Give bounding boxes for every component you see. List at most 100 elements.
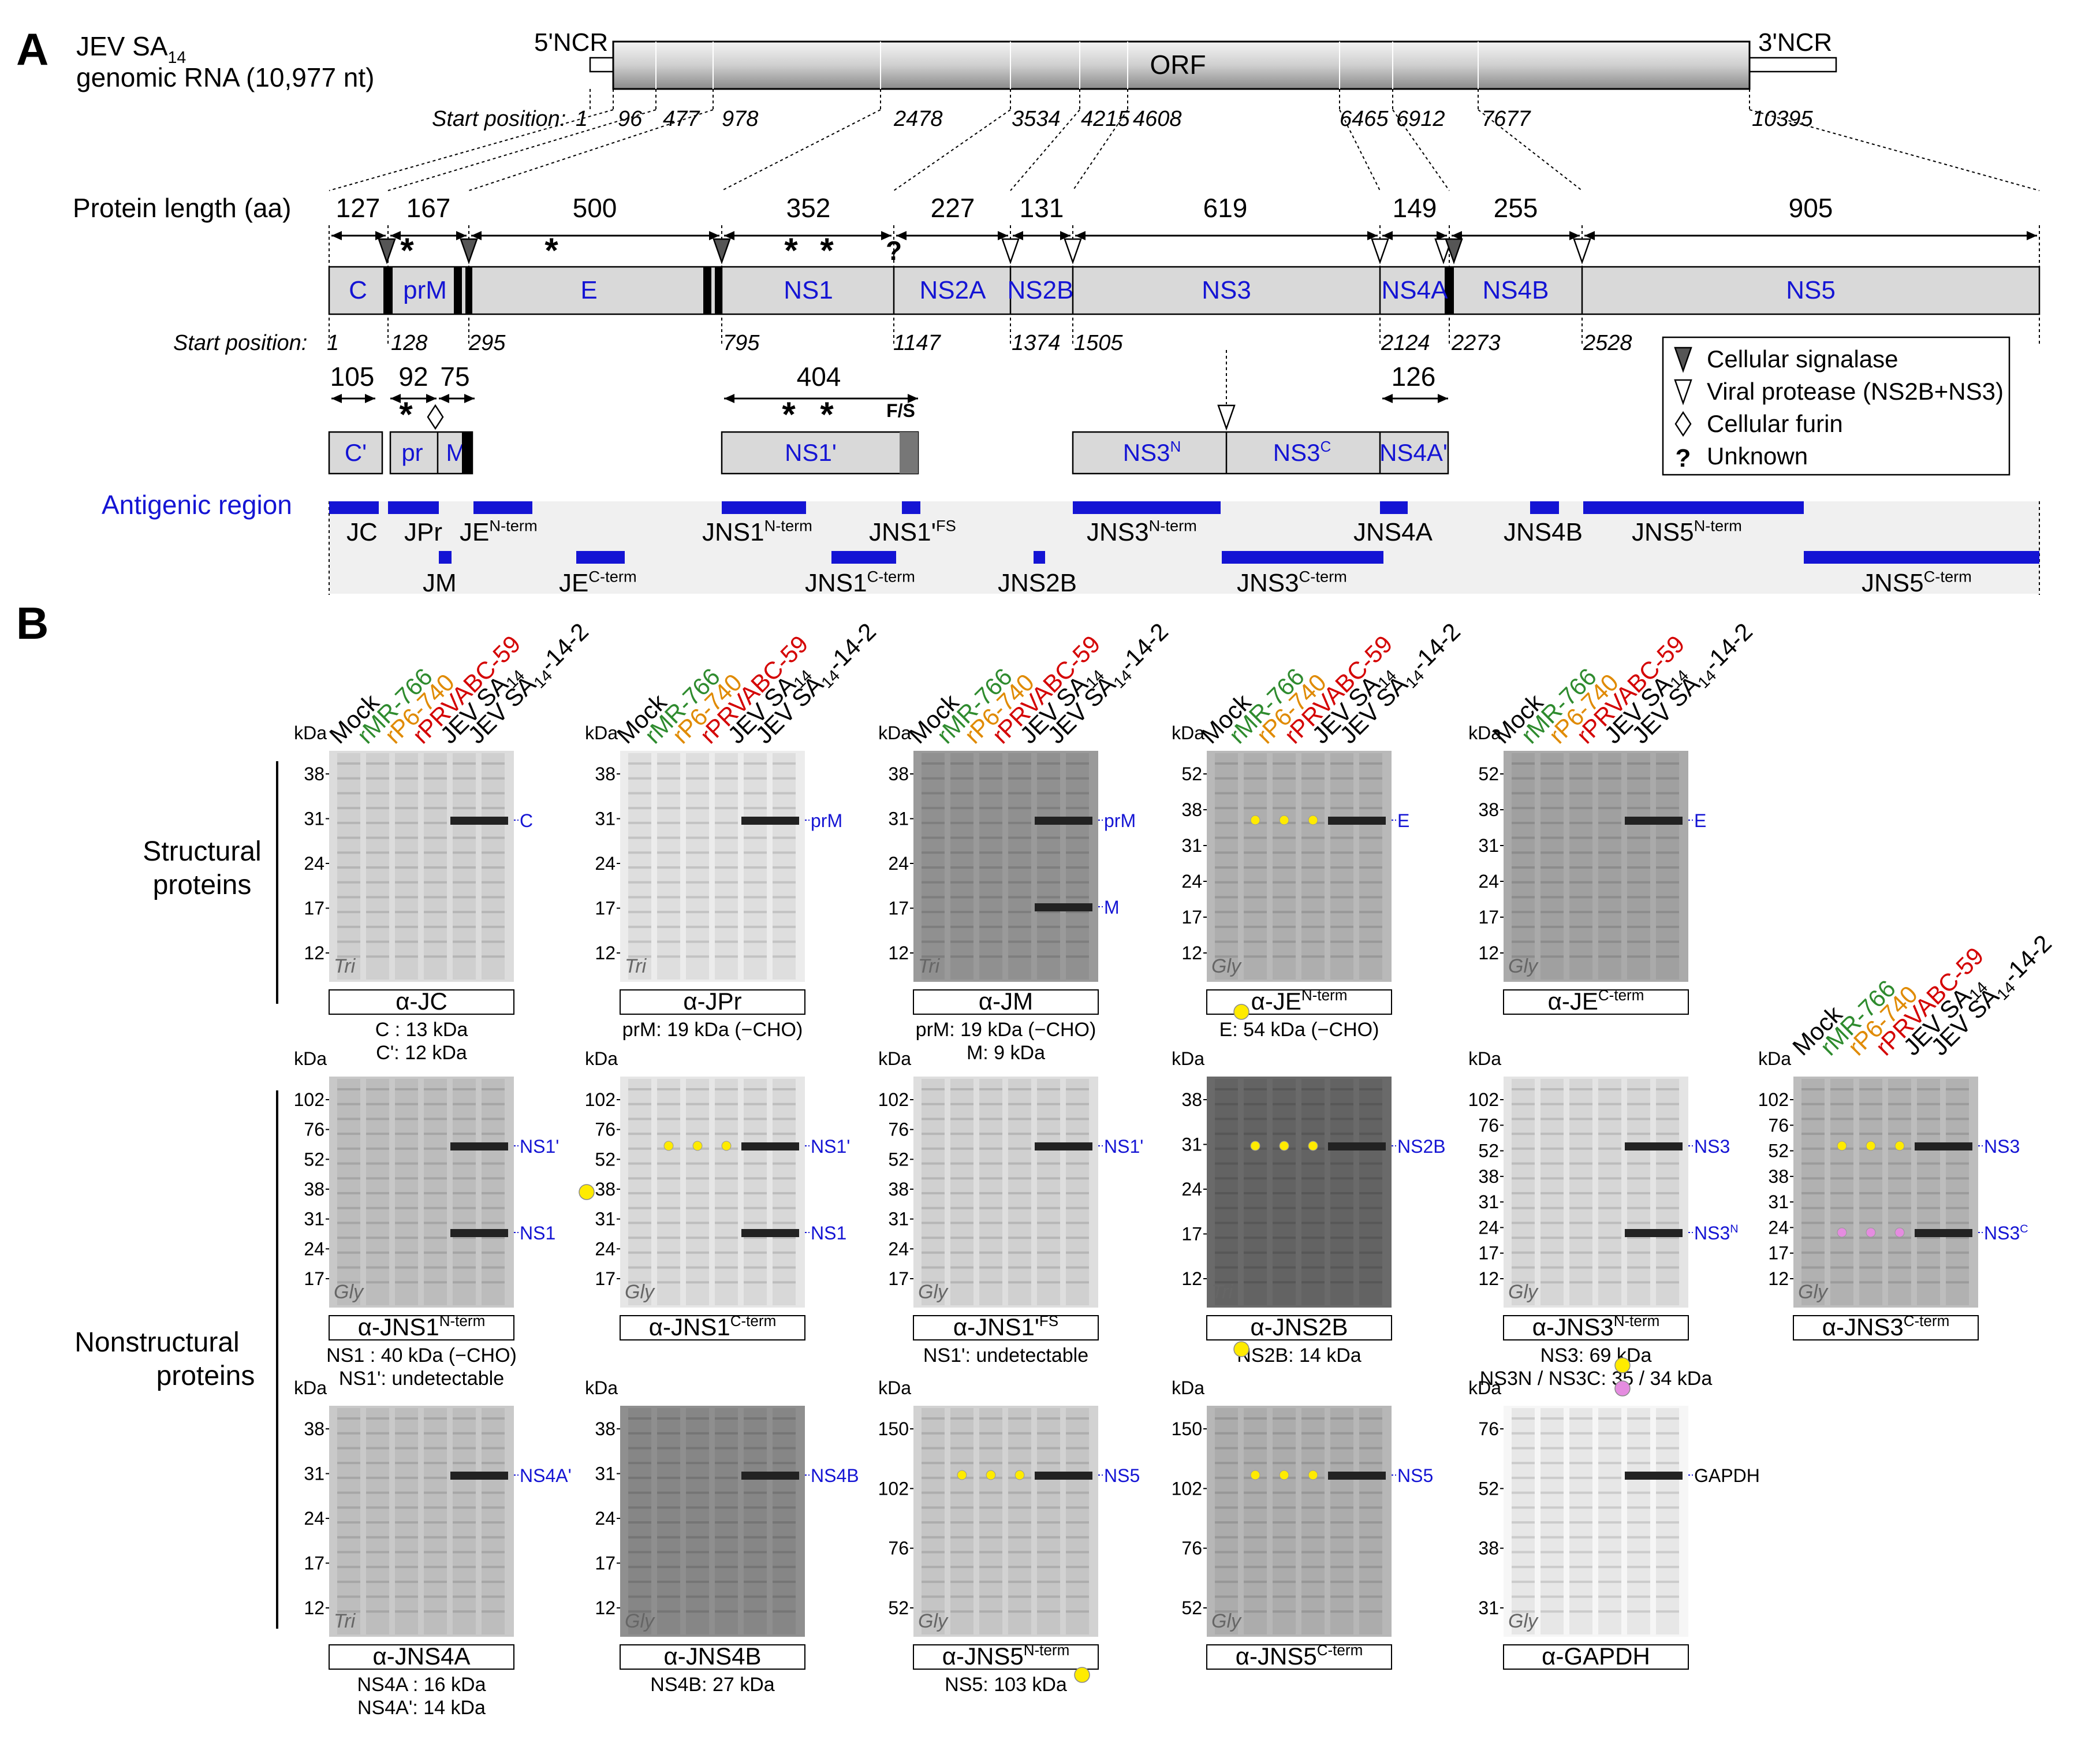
background-band [395,1237,418,1239]
background-band [744,1206,767,1209]
background-band [337,1447,360,1450]
mw-marker: 24 [595,1508,616,1529]
background-band [395,1551,418,1554]
antigen-label-bottom: JNS1C-term [805,567,915,595]
background-band [657,1118,680,1120]
background-band [686,1551,709,1554]
background-band [395,836,418,839]
product-dot [692,1141,703,1151]
label-main: NS4B [811,1465,859,1486]
background-band [1215,955,1238,958]
background-band [453,1088,476,1090]
background-band [1215,777,1238,780]
gel-lane [1946,1079,1969,1305]
mw-marker: 102 [878,1089,909,1110]
background-band [1066,807,1089,810]
mw-marker: 31 [1478,835,1499,856]
background-band [1801,1162,1825,1165]
background-band [453,1521,476,1524]
background-band [686,1491,709,1494]
background-band [950,1281,973,1284]
gel-lane [1859,1079,1882,1305]
background-band [686,1266,709,1269]
background-band [1569,866,1592,869]
alt-arrow-head-left [331,394,342,403]
background-band [1215,911,1238,914]
mw-marker: 24 [888,853,909,874]
label-sub: FS [936,516,956,534]
antibody-box [329,1315,514,1340]
background-band [1273,1266,1296,1269]
background-band [686,1566,709,1569]
background-band [1946,1222,1969,1224]
background-band [482,1133,505,1135]
background-band [1330,911,1353,914]
background-band [1598,1162,1621,1165]
background-band [1066,851,1089,854]
gel-lane [1215,753,1238,980]
mw-marker: 31 [595,1464,616,1484]
antibody-box [1793,1315,1979,1340]
background-band [1359,1491,1382,1494]
background-band [657,1595,680,1598]
background-band [1215,1222,1238,1224]
background-band [950,1580,973,1583]
background-band [715,1610,738,1613]
background-band [773,1192,796,1194]
background-band [979,1595,1002,1598]
background-band [1359,1251,1382,1254]
background-band [1541,777,1564,780]
background-band [1512,1251,1535,1254]
gel-lane [1541,753,1564,980]
background-band [1627,925,1650,928]
background-band [1273,1192,1296,1194]
gel-lane [1301,1079,1325,1305]
protease-marker [1217,404,1236,431]
background-band [1330,1566,1353,1569]
label-main: JNS3 [1087,518,1149,546]
background-band [1888,1281,1911,1284]
background-band [744,1491,767,1494]
background-band [922,1281,945,1284]
nt-position: 10395 [1752,107,1814,131]
mw-marker: 12 [304,1598,324,1618]
label-main: α-JNS5 [1236,1643,1317,1670]
background-band [657,1417,680,1420]
background-band [950,1447,973,1450]
legend-dot [1233,1004,1249,1020]
background-band [979,1417,1002,1420]
background-band [744,1432,767,1435]
background-band [453,1118,476,1120]
background-band [1244,1177,1267,1180]
band-label: NS1' [1104,1136,1143,1157]
background-band [1244,1192,1267,1194]
background-band [1598,762,1621,765]
background-band [657,1432,680,1435]
background-band [453,881,476,884]
cprime-box [328,431,383,475]
background-band [628,1251,651,1254]
background-band [715,807,738,810]
background-band [922,1566,945,1569]
gel-lane [922,1079,945,1305]
background-band [979,1580,1002,1583]
label-main: NS5 [1397,1465,1433,1486]
background-band [1569,1536,1592,1539]
background-band [453,1237,476,1239]
background-band [337,1476,360,1479]
gel-lane [482,1408,505,1634]
product-dot [1866,1227,1876,1238]
background-band [1917,1162,1940,1165]
background-band [1008,1237,1031,1239]
background-band [453,1447,476,1450]
band-label: NS4A' [520,1465,572,1486]
group-label: Nonstructural [74,1327,239,1358]
background-band [1037,881,1060,884]
background-band [1917,1237,1940,1239]
alt-arrow-head-left [1382,394,1393,403]
background-band [395,1177,418,1180]
background-band [628,851,651,854]
background-band [628,1610,651,1613]
background-band [1656,1133,1679,1135]
background-band [1656,1281,1679,1284]
